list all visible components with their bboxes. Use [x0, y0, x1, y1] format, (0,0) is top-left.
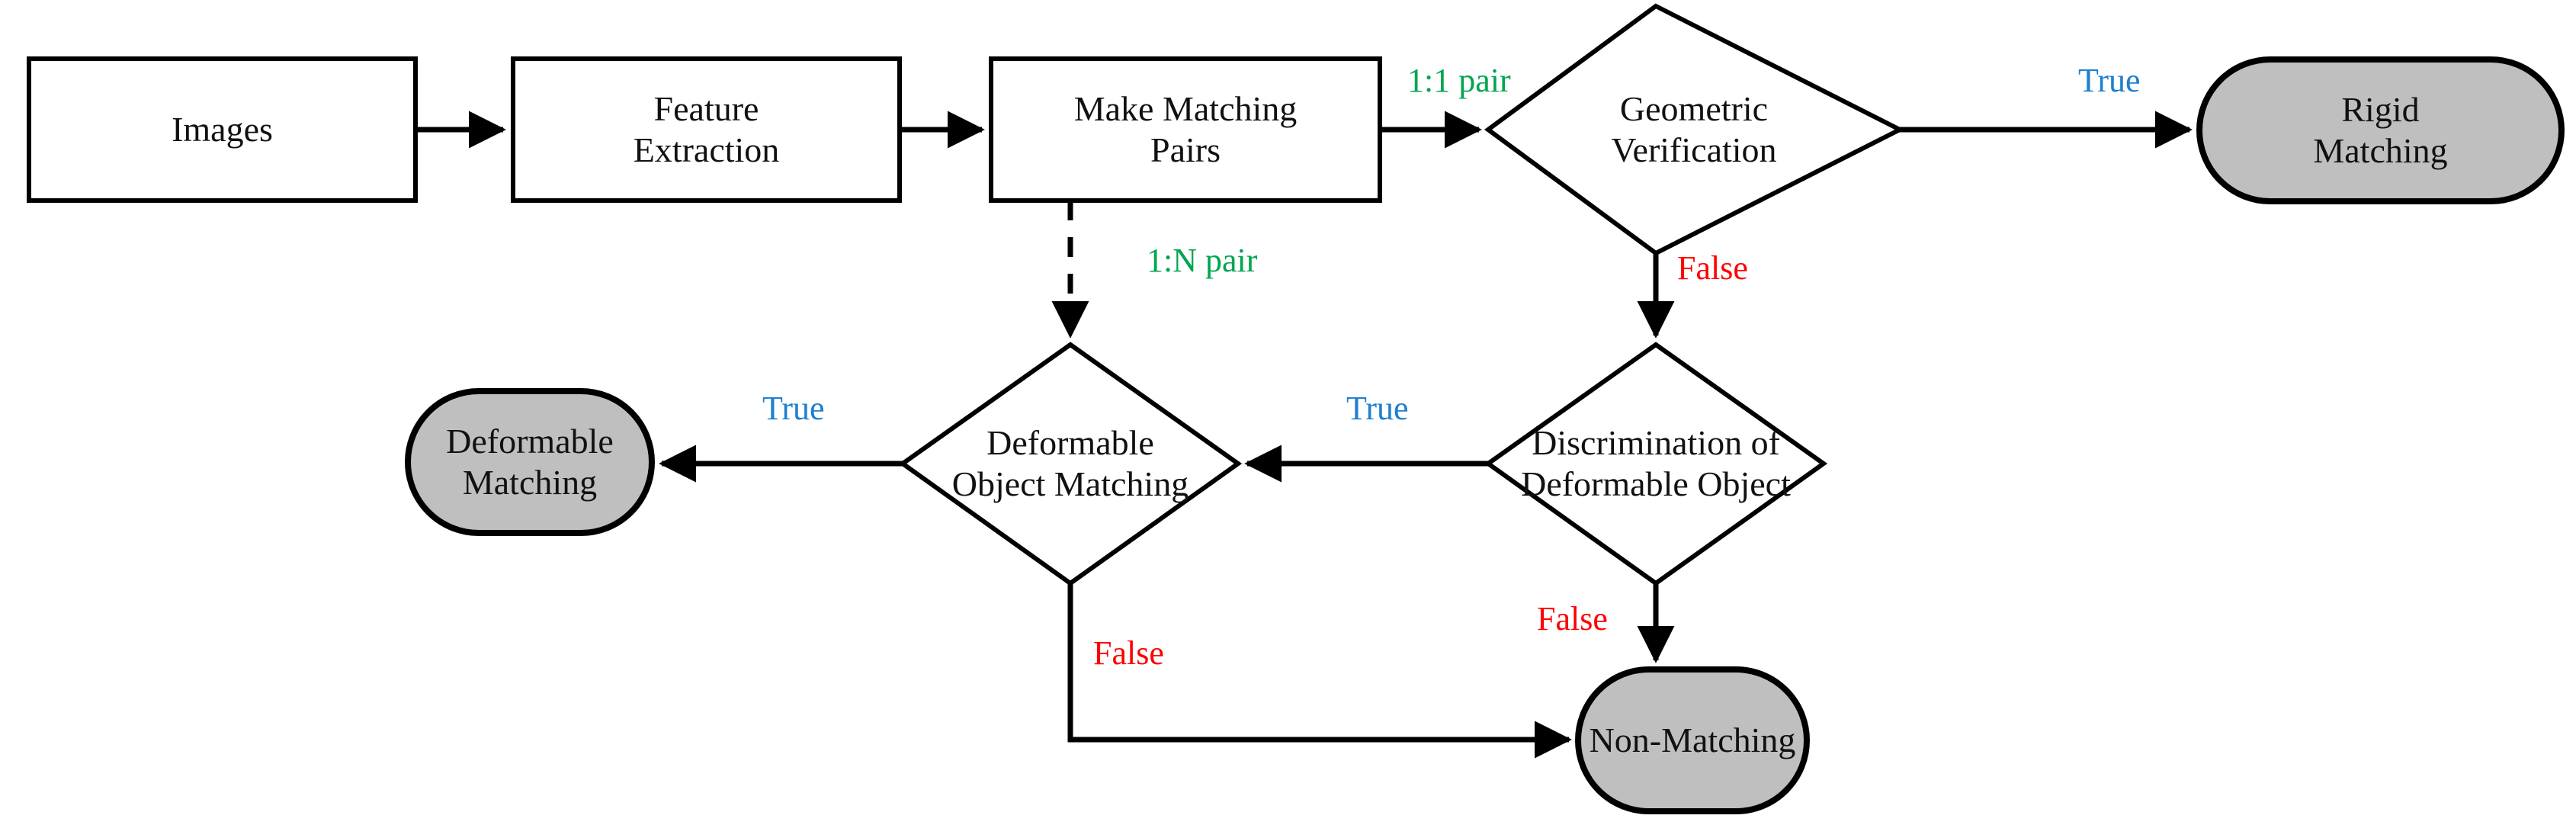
node-geometric-verification-shape[interactable] [1484, 3, 1905, 256]
edge-label-true-discrimination: True [1346, 390, 1409, 427]
edge-label-true-deformable-object: True [762, 390, 825, 427]
node-non-matching[interactable] [1575, 666, 1810, 814]
edge-deformable-object-matching-to-non-matching [1067, 583, 1572, 759]
edge-label-false-discrimination: False [1537, 600, 1608, 637]
edge-label-false-geometric: False [1677, 249, 1748, 287]
node-images[interactable] [27, 56, 418, 203]
edge-label-false-deformable-object: False [1093, 634, 1164, 672]
node-deformable-object-matching[interactable] [898, 342, 1243, 586]
node-feature-extraction[interactable] [511, 56, 902, 203]
node-deformable-matching[interactable] [405, 388, 655, 536]
edge-label-true-geometric: True [2078, 62, 2141, 99]
node-make-matching-pairs[interactable] [989, 56, 1382, 203]
edge-label-1-1-pair: 1:1 pair [1407, 62, 1511, 99]
edge-label-1-n-pair: 1:N pair [1147, 242, 1258, 279]
node-rigid-matching[interactable] [2196, 56, 2565, 204]
node-discrimination-of-deformable-object[interactable] [1484, 342, 1828, 586]
